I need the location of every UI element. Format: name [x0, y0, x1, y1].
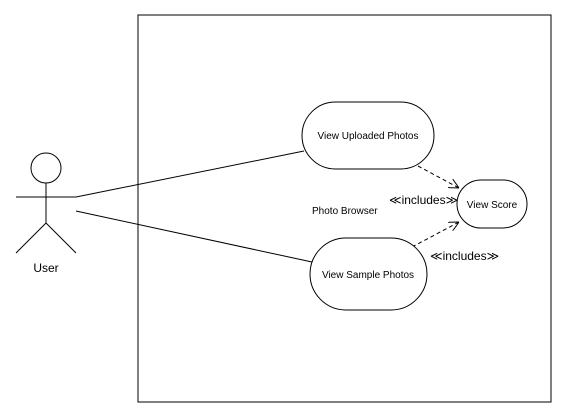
actor-head: [30, 152, 62, 184]
actor-label: User: [33, 261, 58, 275]
actor-right-leg: [45, 222, 77, 254]
actor-user[interactable]: [15, 152, 77, 254]
use-case-label: View Score: [467, 200, 518, 211]
use-case-view-uploaded-photos[interactable]: View Uploaded Photos: [301, 101, 435, 170]
include-label-lower: ≪includes≫: [430, 249, 499, 263]
include-uploaded-to-score: [417, 165, 459, 188]
use-case-shape: [309, 237, 428, 311]
use-case-view-sample-photos[interactable]: View Sample Photos: [309, 237, 428, 311]
use-case-label: View Uploaded Photos: [318, 131, 419, 142]
use-case-view-score[interactable]: View Score: [456, 179, 528, 229]
use-case-shape: [301, 101, 435, 170]
association-user-uploaded: [75, 150, 305, 198]
use-case-shape: [456, 179, 528, 229]
include-sample-to-score: [411, 222, 459, 248]
actor-left-leg: [15, 222, 47, 254]
system-label: Photo Browser: [312, 206, 378, 217]
use-case-label: View Sample Photos: [322, 270, 414, 281]
include-label-upper: ≪includes≫: [389, 193, 458, 207]
association-user-sample: [75, 210, 313, 263]
